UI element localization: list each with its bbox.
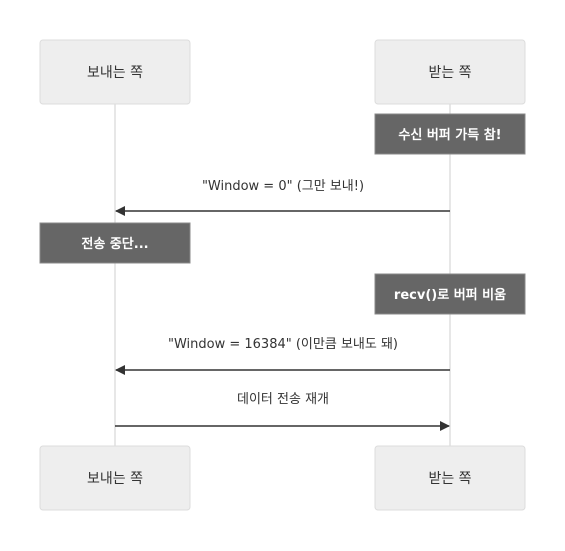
sender-actor-top: 보내는 쪽 bbox=[39, 39, 191, 105]
receiver-actor-bottom-label: 받는 쪽 bbox=[428, 471, 471, 487]
note-recv-emptied-text: recv()로 버퍼 비움 bbox=[394, 287, 506, 303]
message-window-zero-label: "Window = 0" (그만 보내!) bbox=[202, 179, 364, 194]
note-buffer-full-text: 수신 버퍼 가득 참! bbox=[398, 127, 501, 143]
sender-actor-top-label: 보내는 쪽 bbox=[87, 65, 143, 81]
receiver-actor-top: 받는 쪽 bbox=[374, 39, 526, 105]
receiver-actor-top-label: 받는 쪽 bbox=[428, 65, 471, 81]
receiver-actor-bottom: 받는 쪽 bbox=[374, 445, 526, 511]
note-recv-emptied: recv()로 버퍼 비움 bbox=[374, 273, 526, 315]
note-stop-sending: 전송 중단... bbox=[39, 222, 191, 264]
note-buffer-full: 수신 버퍼 가득 참! bbox=[374, 113, 526, 155]
note-stop-sending-text: 전송 중단... bbox=[81, 236, 148, 252]
message-resume-label: 데이터 전송 재개 bbox=[237, 392, 329, 407]
sender-actor-bottom-label: 보내는 쪽 bbox=[87, 471, 143, 487]
sender-actor-bottom: 보내는 쪽 bbox=[39, 445, 191, 511]
message-window-16384-label: "Window = 16384" (이만큼 보내도 돼) bbox=[168, 337, 398, 352]
